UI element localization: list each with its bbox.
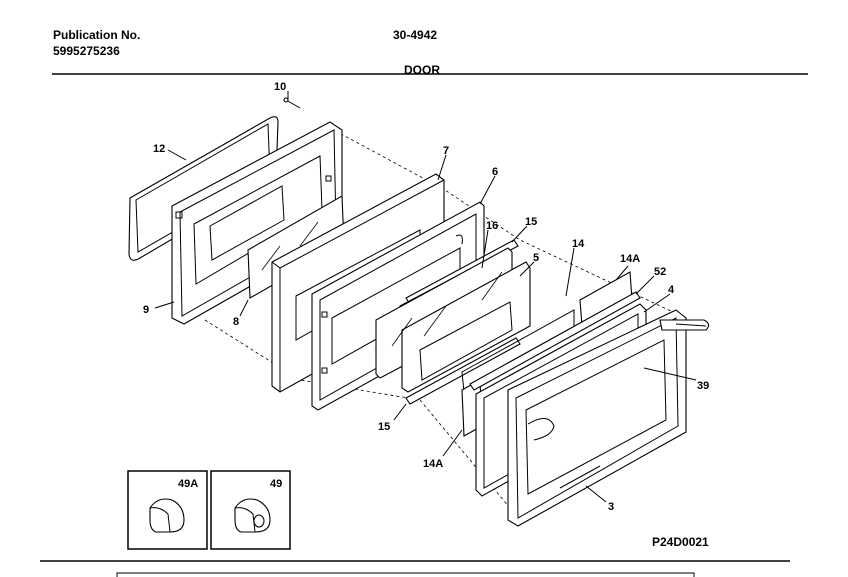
callout-9: 9: [143, 304, 149, 316]
bottom-box-edge: [116, 572, 695, 577]
leader-lines: [154, 91, 697, 503]
document-code: P24D0021: [652, 535, 709, 549]
knob-49-icon: [234, 498, 271, 533]
callout-39: 39: [697, 380, 709, 392]
callout-15-top: 15: [525, 216, 537, 228]
callout-6: 6: [492, 166, 498, 178]
callout-12: 12: [153, 143, 165, 155]
inset-49a: 49A: [127, 470, 208, 550]
callout-14: 14: [572, 238, 585, 250]
part-5-glass-panes: [375, 247, 531, 393]
part-10-screw: [283, 97, 301, 109]
callout-7: 7: [443, 145, 449, 157]
callout-14a-bottom: 14A: [423, 458, 443, 470]
part-39-handle: [659, 319, 710, 331]
callout-4: 4: [668, 284, 675, 296]
callout-15-bottom: 15: [378, 421, 390, 433]
callout-5: 5: [533, 252, 539, 264]
publication-number: 5995275236: [53, 44, 120, 58]
inset-49: 49: [210, 470, 291, 550]
part-3-outer-door: [507, 309, 687, 527]
callout-8: 8: [233, 316, 239, 328]
callout-10: 10: [274, 81, 286, 93]
assembly-line-bottom: [204, 319, 521, 521]
inset-49-label: 49: [270, 478, 282, 490]
model-number: 30-4942: [393, 28, 438, 42]
publication-label: Publication No.: [53, 28, 141, 42]
callout-3: 3: [608, 501, 614, 513]
knob-49a-icon: [149, 498, 185, 533]
callout-16: 16: [486, 220, 498, 232]
inset-49a-label: 49A: [178, 478, 198, 490]
callout-52: 52: [654, 266, 666, 278]
part-52-trim: [469, 291, 641, 391]
callout-14a-top: 14A: [620, 253, 640, 265]
